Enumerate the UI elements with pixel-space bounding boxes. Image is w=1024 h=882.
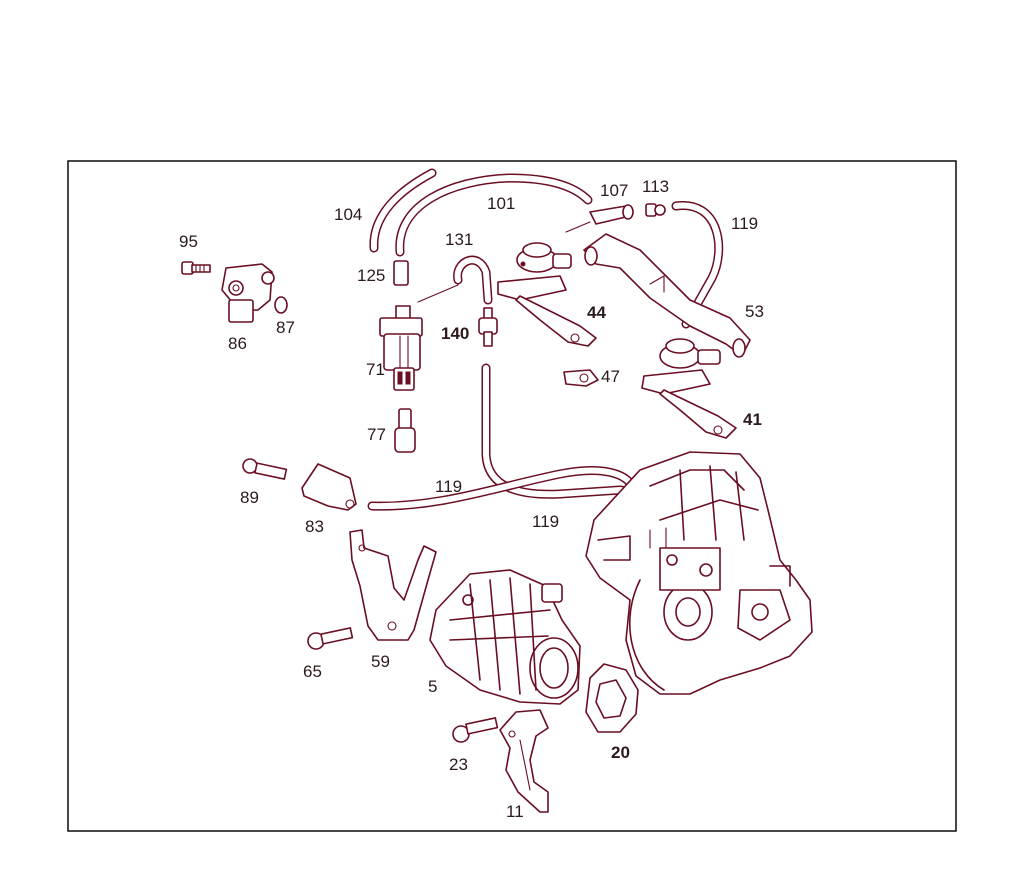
hose-119-lower xyxy=(367,466,641,525)
leader-131 xyxy=(417,284,459,303)
part-20-ring xyxy=(585,663,639,733)
label-86: 86 xyxy=(228,334,247,353)
part-47-gasket xyxy=(563,369,599,387)
label-71: 71 xyxy=(366,360,385,379)
hose-131 xyxy=(453,255,493,305)
label-89: 89 xyxy=(240,488,259,507)
part-87-oring xyxy=(274,296,288,314)
part-59-bracket xyxy=(349,529,437,641)
label-101: 101 xyxy=(487,194,515,213)
part-86-sensor xyxy=(221,263,275,323)
label-131: 131 xyxy=(445,230,473,249)
label-23: 23 xyxy=(449,755,468,774)
label-59: 59 xyxy=(371,652,390,671)
label-44: 44 xyxy=(587,303,606,322)
label-65: 65 xyxy=(303,662,322,681)
part-53-pipe xyxy=(583,233,751,358)
label-5: 5 xyxy=(428,677,437,696)
part-95-bolt xyxy=(181,261,211,275)
label-119-lower: 119 xyxy=(435,477,462,496)
label-125: 125 xyxy=(357,266,385,285)
part-5-housing xyxy=(429,569,581,705)
hose-104 xyxy=(369,168,437,253)
label-140: 140 xyxy=(441,324,469,343)
label-41: 41 xyxy=(743,410,762,429)
part-89-bolt xyxy=(242,458,288,480)
part-65-bolt xyxy=(307,627,354,650)
part-77-cap xyxy=(394,408,416,453)
label-113: 113 xyxy=(642,177,669,196)
label-83: 83 xyxy=(305,517,324,536)
hose-119-upper xyxy=(671,201,724,329)
part-44-valve xyxy=(497,242,597,347)
label-47: 47 xyxy=(601,367,620,386)
label-95: 95 xyxy=(179,232,198,251)
label-53: 53 xyxy=(745,302,764,321)
part-71-valve xyxy=(379,305,423,391)
label-11: 11 xyxy=(506,802,524,821)
intake-manifold xyxy=(585,451,813,695)
diagram-frame xyxy=(67,160,957,832)
part-107-tee xyxy=(565,204,634,233)
part-41-valve xyxy=(641,338,737,439)
label-20: 20 xyxy=(611,743,630,762)
label-104: 104 xyxy=(334,205,362,224)
part-23-bolt xyxy=(452,717,499,743)
part-140-checkvalve xyxy=(478,307,498,347)
part-11-bracket xyxy=(499,709,549,813)
label-77: 77 xyxy=(367,425,386,444)
label-87: 87 xyxy=(276,318,295,337)
part-113-fitting xyxy=(645,203,666,217)
label-119-middle: 119 xyxy=(532,512,559,531)
hose-101 xyxy=(395,173,593,257)
part-125-sleeve xyxy=(393,260,409,286)
label-107: 107 xyxy=(600,181,628,200)
label-119-upper: 119 xyxy=(731,214,758,233)
part-83-sensor xyxy=(301,463,357,511)
